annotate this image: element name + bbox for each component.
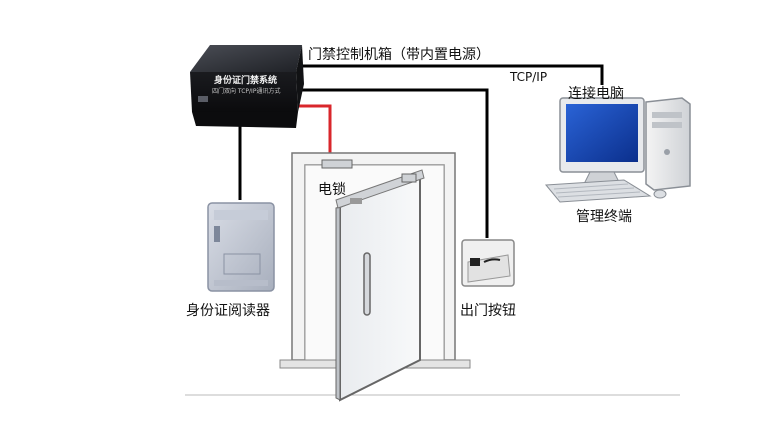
label-terminal: 管理终端 <box>576 209 632 225</box>
label-controller-box: 门禁控制机箱（带内置电源） <box>308 47 490 63</box>
controller-face-title: 身份证门禁系统 <box>214 76 278 86</box>
cable-to-exit-button <box>298 88 489 238</box>
label-id-reader: 身份证阅读器 <box>186 303 270 319</box>
id-card-reader <box>207 202 275 292</box>
label-electric-lock: 电锁 <box>318 182 346 198</box>
door-assembly <box>185 152 680 402</box>
electric-lock <box>321 159 353 169</box>
exit-button-device <box>461 239 515 287</box>
label-network: TCP/IP <box>510 70 548 84</box>
controller-face-subtitle: 四门双向 TCP/IP通讯方式 <box>212 88 281 95</box>
cable-to-electric-lock <box>298 104 332 162</box>
cable-to-pc <box>298 64 604 85</box>
controller-box <box>190 45 304 128</box>
label-connect-pc: 连接电脑 <box>568 86 624 102</box>
computer <box>544 97 691 203</box>
cables <box>238 64 604 238</box>
label-exit-button: 出门按钮 <box>460 303 516 319</box>
